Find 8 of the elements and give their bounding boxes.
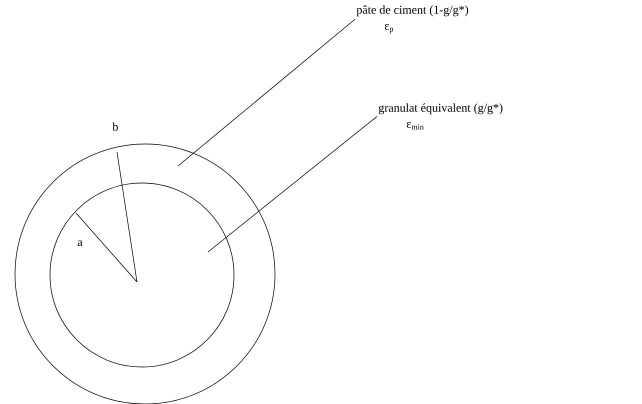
leader-line [178, 18, 356, 166]
leader-line [208, 116, 378, 252]
circle-outline [50, 182, 234, 368]
circle-outline [14, 144, 276, 404]
callout-text: pâte de ciment (1-g/g*) ε$_{p}$ [356, 5, 468, 34]
radius-label: a [78, 240, 82, 246]
radius-label: b [112, 122, 118, 131]
callout-text: granulat équivalent (g/g*) ε$_{min}$ [378, 103, 502, 130]
